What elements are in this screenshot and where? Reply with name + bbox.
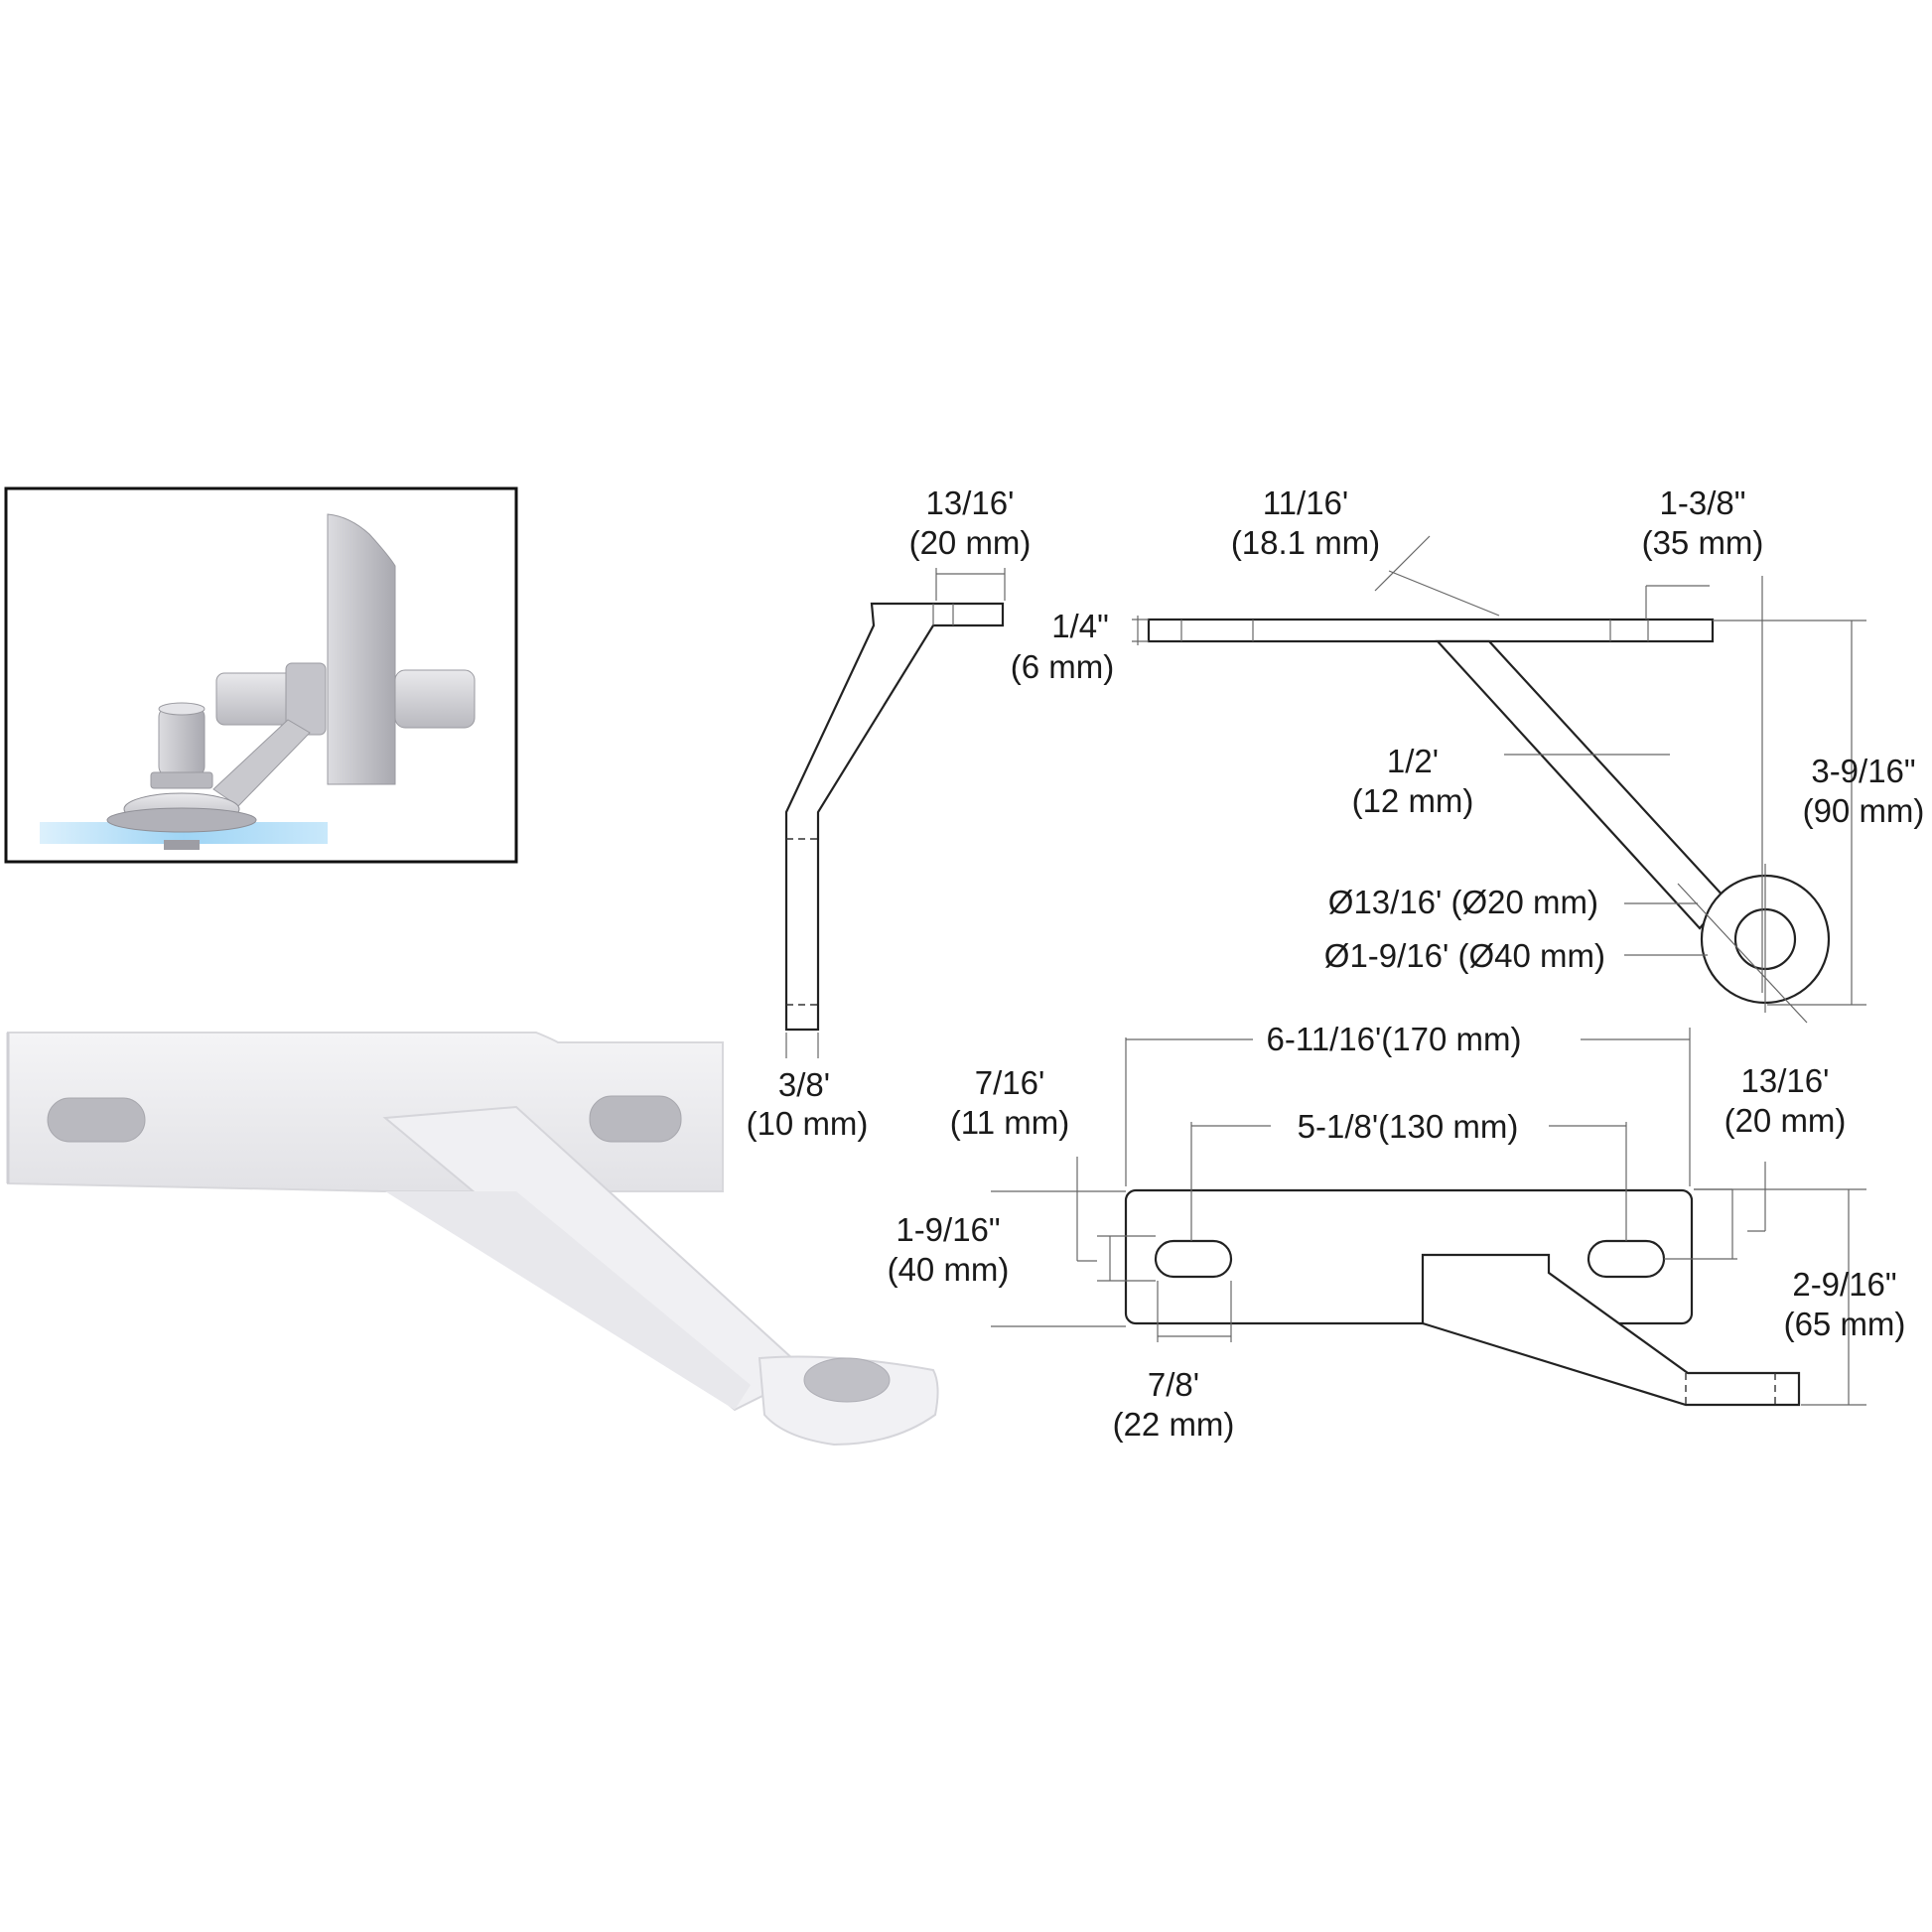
top-offset-inch: 11/16'	[1263, 484, 1348, 521]
total-height-mm: (65 mm)	[1784, 1306, 1906, 1342]
arm-width-mm: (12 mm)	[1352, 782, 1474, 819]
right-slot	[589, 1095, 682, 1143]
arm-drop-mm: (90 mm)	[1803, 792, 1925, 829]
total-height-inch: 2-9/16"	[1792, 1266, 1896, 1303]
plate-height-mm: (40 mm)	[888, 1251, 1010, 1288]
top-thickness-inch: 1/4"	[1051, 608, 1109, 644]
slot-length-inch: 7/8'	[1148, 1366, 1199, 1403]
overall-length: 6-11/16'(170 mm)	[1267, 1021, 1522, 1057]
top-view-drawing	[1132, 535, 1866, 1024]
front-tab-inch: 13/16'	[1741, 1062, 1830, 1099]
eye-hole	[803, 1357, 891, 1403]
plate-height-inch: 1-9/16"	[896, 1211, 1000, 1248]
side-view-drawing	[784, 568, 1006, 1058]
side-top-width-mm: (20 mm)	[909, 524, 1032, 561]
slot-length-mm: (22 mm)	[1113, 1406, 1235, 1443]
side-top-width-inch: 13/16'	[926, 484, 1015, 521]
hole-diameter: Ø13/16' (Ø20 mm)	[1328, 884, 1598, 920]
glass-pane	[40, 822, 328, 844]
top-thickness-mm: (6 mm)	[1011, 648, 1114, 685]
top-offset-mm: (18.1 mm)	[1231, 524, 1380, 561]
slot-height-mm: (11 mm)	[950, 1104, 1069, 1141]
installed-fitting-render	[4, 486, 518, 864]
side-bottom-width-mm: (10 mm)	[747, 1105, 869, 1142]
side-bottom-width-inch: 3/8'	[778, 1066, 830, 1103]
top-tab-inch: 1-3/8"	[1660, 484, 1746, 521]
bracket-product-render	[6, 1032, 939, 1447]
boss-diameter: Ø1-9/16' (Ø40 mm)	[1324, 937, 1605, 974]
dimension-labels: 13/16' (20 mm) 3/8' (10 mm) 11/16' (18.1…	[747, 484, 1925, 1443]
front-view-drawing	[991, 1028, 1866, 1407]
left-slot	[47, 1097, 146, 1143]
arm-drop-inch: 3-9/16"	[1811, 753, 1915, 789]
arm-width-inch: 1/2'	[1387, 743, 1439, 779]
slot-spacing: 5-1/8'(130 mm)	[1298, 1108, 1519, 1145]
front-tab-mm: (20 mm)	[1725, 1102, 1847, 1139]
slot-height-inch: 7/16'	[975, 1064, 1045, 1101]
top-tab-mm: (35 mm)	[1642, 524, 1764, 561]
